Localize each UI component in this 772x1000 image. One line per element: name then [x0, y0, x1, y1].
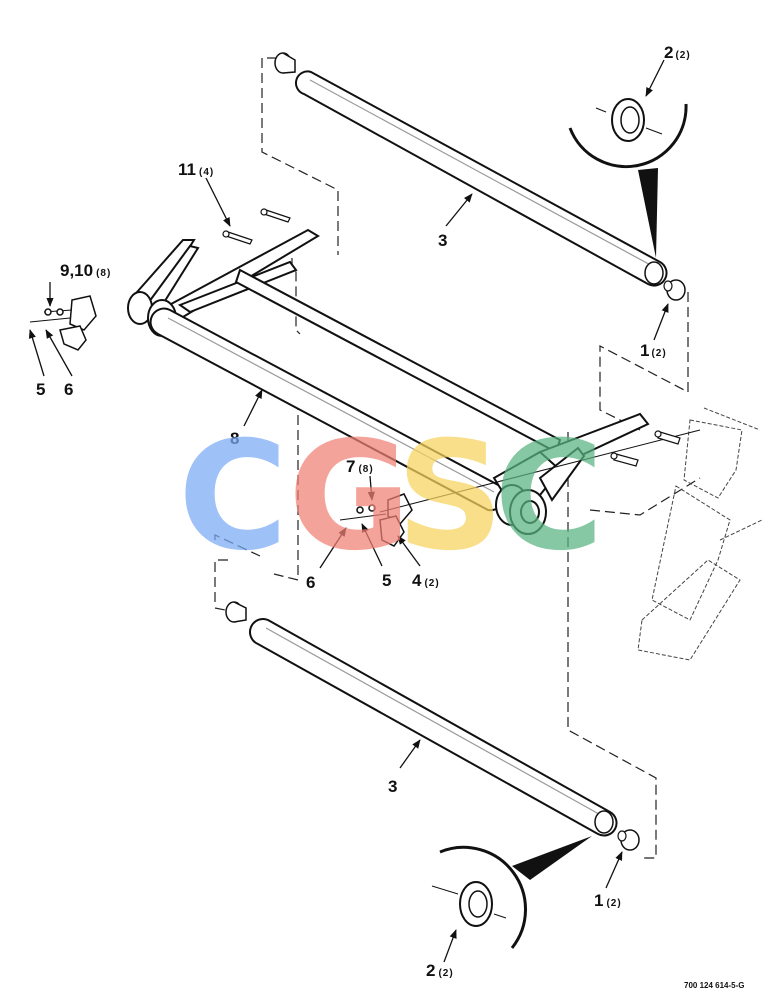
- upper-end-cap-right: [663, 279, 686, 301]
- support-arm-frame: [127, 228, 562, 454]
- callout-1-upper: 1(2): [640, 341, 667, 360]
- upper-end-cap-left: [274, 52, 296, 74]
- callout-3-upper: 3: [438, 231, 447, 250]
- callout-2-upper: 2(2): [664, 43, 691, 62]
- callout-5-center: 5: [382, 571, 391, 590]
- lower-bearing-detail: [431, 836, 592, 949]
- callout-5-left: 5: [36, 380, 45, 399]
- callout-2-lower: 2(2): [426, 961, 454, 980]
- watermark: C G S C: [178, 410, 604, 584]
- lower-end-cap-left: [225, 601, 247, 623]
- lower-roller: [249, 618, 618, 837]
- bolts-right: [610, 430, 681, 467]
- callouts: 2(2) 3 11(4) 9,10(8) 1(2) 5 6 8 7(8) 6 5…: [36, 43, 691, 980]
- callout-7: 7(8): [346, 457, 374, 476]
- callout-4: 4(2): [412, 571, 440, 590]
- watermark-letter-4: C: [494, 410, 604, 584]
- right-arm-cluster: [492, 412, 650, 535]
- watermark-letter-2: G: [288, 410, 411, 584]
- callout-11: 11(4): [178, 160, 214, 179]
- callout-3-lower: 3: [388, 777, 397, 796]
- lower-end-cap-right: [617, 829, 640, 851]
- upper-bearing-detail: [568, 98, 688, 258]
- left-bearing-halves: [29, 295, 97, 351]
- hinge-linkage: [637, 407, 763, 661]
- upper-roller: [294, 70, 668, 287]
- bolts-upper: [222, 208, 291, 245]
- callout-1-lower: 1(2): [594, 891, 622, 910]
- drawing-code: 700 124 614-5-G: [684, 981, 745, 990]
- callout-6-center: 6: [306, 573, 315, 592]
- watermark-letter-1: C: [178, 410, 288, 584]
- watermark-letter-3: S: [396, 410, 504, 584]
- callout-8: 8: [230, 429, 239, 448]
- leader-lines: [28, 59, 669, 963]
- callout-9-10: 9,10(8): [60, 261, 111, 280]
- callout-6-left: 6: [64, 380, 73, 399]
- alignment-brackets: [214, 57, 701, 859]
